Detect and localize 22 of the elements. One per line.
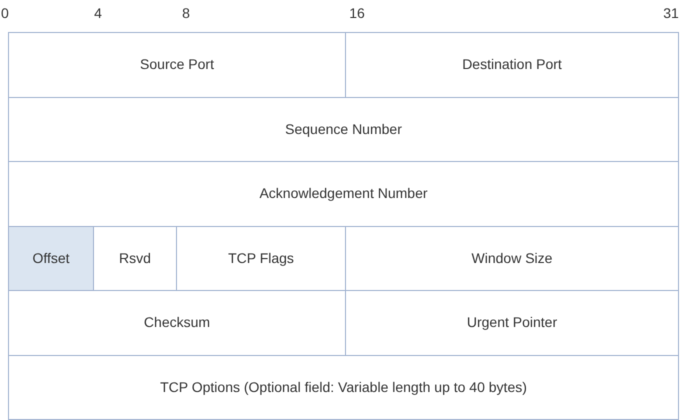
header-field: [8, 96, 679, 162]
field-label: Urgent Pointer: [466, 313, 558, 332]
field-label: Rsvd: [119, 248, 151, 268]
header-field: [8, 354, 679, 420]
bit-number: 16: [349, 4, 365, 22]
bit-number: 8: [182, 4, 190, 22]
field-label: Acknowledgement Number: [259, 184, 428, 204]
header-field: [345, 32, 679, 98]
header-field: [8, 32, 346, 98]
field-label: Destination Port: [462, 55, 562, 74]
bit-number: 0: [1, 4, 9, 22]
bit-number: 4: [94, 4, 102, 22]
field-label: TCP Options (Optional field: Variable length up to 40 bytes): [160, 378, 527, 397]
field-label: Sequence Number: [285, 120, 402, 139]
field-label: Window Size: [472, 248, 552, 268]
field-label: Source Port: [140, 55, 214, 74]
header-field: [8, 226, 94, 291]
bit-number: 31: [663, 4, 679, 22]
field-label: TCP Flags: [228, 248, 294, 268]
field-label: Offset: [32, 248, 70, 268]
field-label: Checksum: [144, 313, 210, 332]
header-field: [8, 161, 679, 226]
